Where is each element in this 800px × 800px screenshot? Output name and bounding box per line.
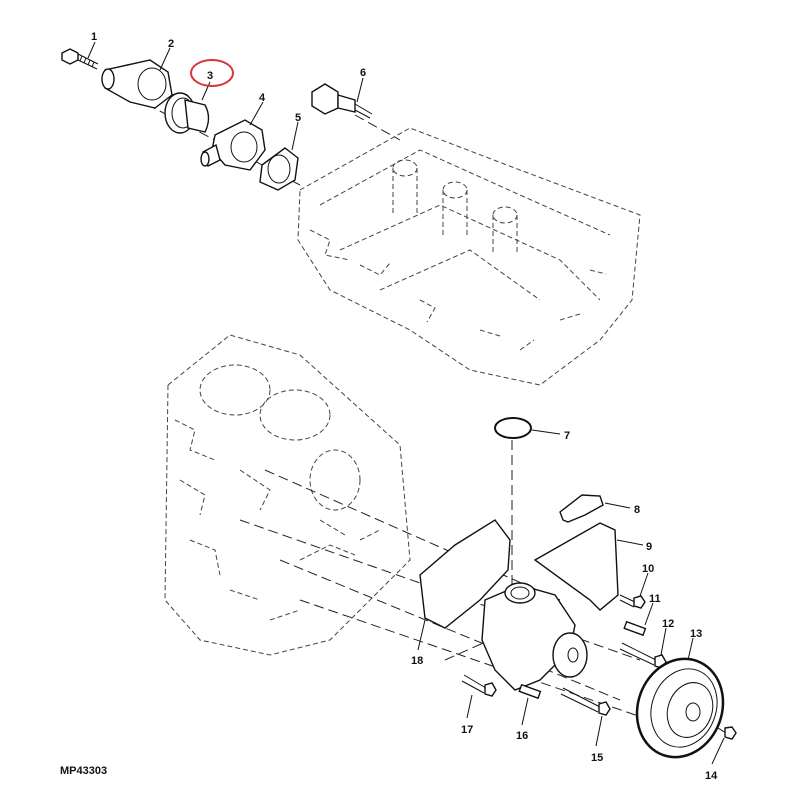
part-17-bolt bbox=[461, 674, 497, 697]
part-10-bolt bbox=[619, 594, 646, 609]
part-18-gasket bbox=[419, 519, 511, 629]
part-6-temperature-sensor bbox=[311, 83, 373, 119]
callout-17[interactable]: 17 bbox=[461, 724, 473, 736]
drawing-code: MP43303 bbox=[60, 765, 107, 777]
part-16-dowel bbox=[518, 683, 542, 700]
cylinder-block-outline bbox=[164, 334, 411, 656]
water-pump-body bbox=[481, 582, 588, 691]
callout-16[interactable]: 16 bbox=[516, 730, 528, 742]
highlight-circle bbox=[190, 59, 234, 87]
part-4-water-outlet bbox=[200, 119, 266, 171]
part-9-housing-plate bbox=[533, 522, 619, 611]
part-8-bracket bbox=[559, 494, 604, 523]
callout-18[interactable]: 18 bbox=[411, 655, 423, 667]
callout-11[interactable]: 11 bbox=[649, 593, 661, 605]
callout-3[interactable]: 3 bbox=[207, 70, 213, 82]
callout-5[interactable]: 5 bbox=[295, 112, 301, 124]
part-2-thermostat-cover bbox=[101, 59, 173, 109]
part-11-dowel bbox=[623, 620, 647, 637]
callout-labels: 1 2 3 4 5 6 7 8 9 10 11 12 13 14 15 16 1… bbox=[60, 31, 718, 782]
callout-4[interactable]: 4 bbox=[259, 92, 266, 104]
callout-14[interactable]: 14 bbox=[705, 770, 718, 782]
callout-7[interactable]: 7 bbox=[564, 430, 570, 442]
callout-13[interactable]: 13 bbox=[690, 628, 702, 640]
cylinder-head-outline bbox=[297, 127, 641, 386]
callout-15[interactable]: 15 bbox=[591, 752, 603, 764]
part-15-bolt bbox=[560, 687, 611, 716]
callout-1[interactable]: 1 bbox=[91, 31, 97, 43]
part-13-pulley bbox=[635, 657, 725, 759]
part-3-thermostat bbox=[164, 92, 210, 134]
callout-10[interactable]: 10 bbox=[642, 563, 654, 575]
callout-6[interactable]: 6 bbox=[360, 67, 366, 79]
callout-12[interactable]: 12 bbox=[662, 618, 674, 630]
part-5-gasket bbox=[259, 147, 299, 191]
callout-9[interactable]: 9 bbox=[646, 541, 652, 553]
callout-2[interactable]: 2 bbox=[168, 38, 174, 50]
callout-8[interactable]: 8 bbox=[634, 504, 640, 516]
part-14-bolt bbox=[717, 726, 737, 740]
part-1-bolt bbox=[61, 48, 99, 70]
part-7-o-ring bbox=[494, 417, 532, 439]
